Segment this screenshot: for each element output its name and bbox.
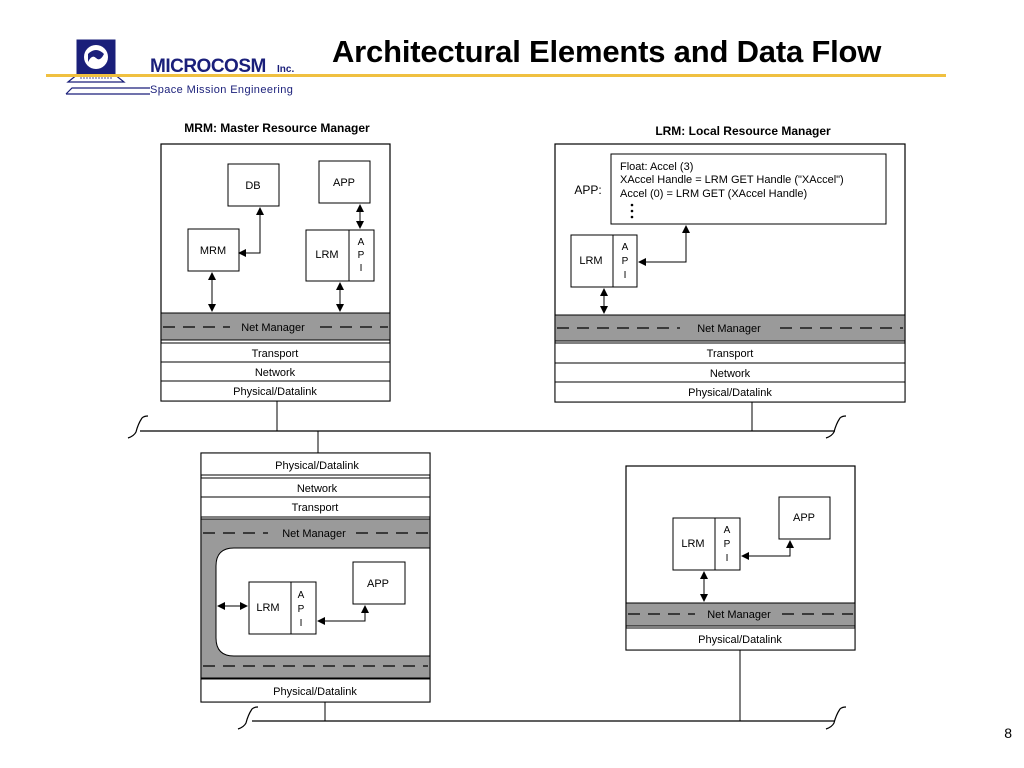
gateway-app-arrow [317,605,369,625]
lrm-code-line-1: Float: Accel (3) [620,161,693,173]
slide-number: 8 [1004,725,1012,741]
simple-app-label: APP [793,512,815,524]
gateway-net-manager-label: Net Manager [282,528,346,540]
gateway-network-label: Network [297,483,338,495]
gateway-api-p: P [298,604,305,615]
gateway-lrm-label: LRM [256,602,279,614]
lrm-node: LRM: Local Resource Manager APP: Float: … [554,124,906,403]
gateway-physical-top-label: Physical/Datalink [275,460,359,472]
lrm-box [570,234,638,288]
logo-emblem-icon [65,39,150,95]
lrm-net-manager-label: Net Manager [697,323,761,335]
logo-name: MICROCOSM [150,56,266,77]
lrm-network-label: Network [710,368,751,380]
mrm-api-p: P [358,250,365,261]
simple-api-i: I [726,553,729,564]
mrm-box-label: MRM [200,245,226,257]
mrm-physical-label: Physical/Datalink [233,386,317,398]
mrm-lrm-label: LRM [315,249,338,261]
gateway-physical-bottom-label: Physical/Datalink [273,686,357,698]
simple-api-p: P [724,539,731,550]
simple-physical-label: Physical/Datalink [698,634,782,646]
mrm-api-a: A [358,237,365,248]
company-logo [64,38,314,100]
simple-net-manager-label: Net Manager [707,609,771,621]
lrm-app-label: APP: [574,183,601,197]
lrm-transport-label: Transport [707,348,754,360]
page-title: Architectural Elements and Data Flow [332,34,882,69]
lrm-code-arrow [638,225,690,266]
lrm-api-p: P [622,256,629,267]
gateway-lrm-box [248,581,317,635]
gateway-app-box [352,561,406,605]
gateway-api-i: I [300,618,303,629]
lrm-caption: LRM: Local Resource Manager [655,124,831,138]
gateway-app-label: APP [367,578,389,590]
title-rule [46,74,946,77]
simple-node: LRM A P I APP Net Manager Physical/Datal… [625,465,856,651]
mrm-db-arrow [238,207,264,257]
lower-bus [237,650,847,730]
mrm-lrm-box [305,229,375,282]
simple-app-arrow [741,540,794,560]
simple-app-box [778,496,831,540]
mrm-app-label: APP [333,177,355,189]
simple-net-manager-band [625,602,856,627]
upper-bus [127,401,847,453]
mrm-network-label: Network [255,367,296,379]
lrm-code-line-2: XAccel Handle = LRM GET Handle ("XAccel"… [620,174,844,186]
gateway-api-a: A [298,590,305,601]
simple-api-a: A [724,525,731,536]
gateway-transport-label: Transport [292,502,339,514]
lrm-physical-label: Physical/Datalink [688,387,772,399]
lrm-code-line-3: Accel (0) = LRM GET (XAccel Handle) [620,188,807,200]
gateway-node: Physical/Datalink Network Transport Net … [200,452,431,703]
lrm-api-i: I [624,270,627,281]
mrm-db-box [227,163,280,207]
lrm-box-label: LRM [579,255,602,267]
lrm-code-box [610,153,887,225]
simple-lrm-box [672,517,741,571]
lrm-api-a: A [622,242,629,253]
mrm-transport-label: Transport [252,348,299,360]
mrm-box [187,228,240,272]
simple-lrm-label: LRM [681,538,704,550]
mrm-api-i: I [360,263,363,274]
mrm-node: MRM: Master Resource Manager DB APP MRM … [160,121,391,402]
gateway-net-manager-band [200,518,431,679]
logo-inc: Inc. [277,64,295,75]
mrm-app-box [318,160,371,204]
mrm-db-label: DB [245,180,260,192]
mrm-caption: MRM: Master Resource Manager [184,121,370,135]
logo-subtitle: Space Mission Engineering [150,84,294,96]
mrm-net-manager-label: Net Manager [241,322,305,334]
